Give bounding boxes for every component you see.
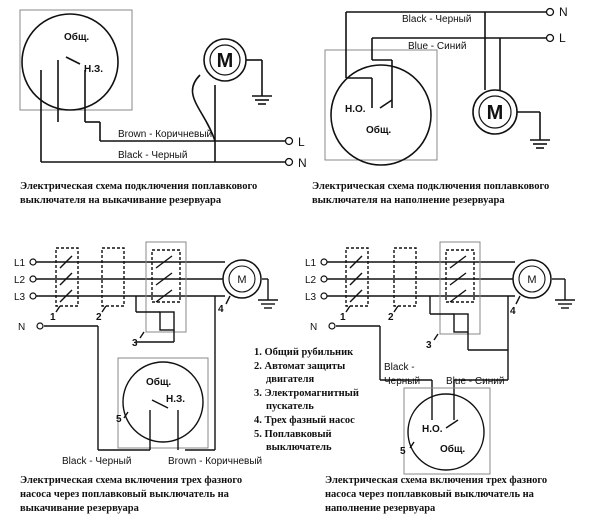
legend-item-2a: 2. Автомат защиты (254, 361, 345, 372)
terminal-n-2 (545, 7, 555, 17)
d2-switch-contact: Н.О. (345, 104, 366, 115)
d4-num1: 1 (340, 312, 346, 323)
d3-switch-common: Общ. (146, 376, 171, 388)
d4-caption-1: Электрическая схема включения трех фазно… (325, 475, 547, 486)
d4-contactor-housing (439, 241, 481, 335)
d1-term-n: N (298, 156, 307, 170)
motor-1-label: M (217, 50, 234, 72)
d2-wire-black: Black - Черный (402, 14, 471, 25)
d3-float-housing (117, 357, 209, 449)
d3-switch-contact: Н.З. (166, 394, 185, 405)
d3-float-body (122, 361, 204, 443)
d1-wire-brown: Brown - Коричневый (118, 129, 212, 140)
d4-main-switch (345, 247, 369, 307)
d1-caption-2: выключателя на выкачивание резервуара (20, 195, 222, 206)
diagram-4 (324, 241, 575, 475)
d3-wire-brown: Brown - Коричневый (168, 456, 262, 467)
legend-item-4: 4. Трех фазный насос (254, 415, 355, 426)
d3-num4: 4 (218, 304, 224, 315)
d1-switch-common: Общ. (64, 31, 89, 43)
d3-caption-3: выкачивание резервуара (20, 503, 140, 514)
d2-switch-common: Общ. (366, 124, 391, 136)
d4-terminal-l1 (320, 258, 328, 266)
terminal-l-1 (284, 136, 294, 146)
float-switch-housing-2 (324, 49, 438, 161)
d4-caption-3: наполнение резервуара (325, 503, 436, 514)
d4-num4: 4 (510, 306, 516, 317)
diagram-1 (19, 9, 285, 163)
d4-wire-black-2: Черный (384, 376, 420, 387)
d4-switch-common: Общ. (440, 443, 465, 455)
d4-l2: L2 (305, 275, 317, 286)
legend-item-1: 1. Общий рубильник (254, 347, 354, 358)
d3-main-switch (55, 247, 79, 307)
d4-terminal-n (328, 322, 336, 330)
d3-motor-breaker (101, 247, 125, 307)
d3-num3: 3 (132, 338, 138, 349)
d4-n: N (310, 322, 317, 333)
d4-caption-2: насоса через поплавковый выключатель на (325, 489, 535, 500)
terminal-l-2 (545, 33, 555, 43)
d4-num2: 2 (388, 312, 394, 323)
legend-item-3a: 3. Электромагнитный (254, 388, 359, 399)
d2-caption-1: Электрическая схема подключения поплавко… (312, 181, 549, 192)
legend-item-5a: 5. Поплавковый (254, 429, 332, 440)
motor-4-label: M (527, 274, 536, 286)
d4-switch-contact: Н.О. (422, 424, 443, 435)
d4-motor-breaker (393, 247, 417, 307)
d4-l3: L3 (305, 292, 317, 303)
d3-l1: L1 (14, 258, 26, 269)
d4-l1: L1 (305, 258, 317, 269)
d3-n: N (18, 322, 25, 333)
d3-terminal-l2 (29, 275, 37, 283)
legend-item-3b: пускатель (266, 401, 314, 412)
d3-terminal-l3 (29, 292, 37, 300)
motor-3-label: M (237, 274, 246, 286)
d3-terminal-l1 (29, 258, 37, 266)
d3-num5: 5 (116, 414, 122, 425)
d3-contactor-housing (145, 241, 187, 333)
d4-terminal-l2 (320, 275, 328, 283)
float-switch-body (21, 13, 119, 111)
d4-wire-black-1: Black - (384, 362, 415, 373)
d3-num1: 1 (50, 312, 56, 323)
d1-switch-contact: Н.З. (84, 64, 103, 75)
d3-caption-1: Электрическая схема включения трех фазно… (20, 475, 242, 486)
float-switch-housing (19, 9, 133, 111)
d1-term-l: L (298, 135, 305, 149)
d4-num5: 5 (400, 446, 406, 457)
legend: 1. Общий рубильник 2. Автомат защиты дви… (254, 347, 359, 453)
motor-2-label: M (487, 102, 504, 124)
d4-num3: 3 (426, 340, 432, 351)
diagram-2 (324, 11, 550, 166)
d3-caption-2: насоса через поплавковый выключатель на (20, 489, 230, 500)
d3-terminal-n (36, 322, 44, 330)
float-switch-body-2 (330, 64, 432, 166)
d3-l3: L3 (14, 292, 26, 303)
d1-wire-black: Black - Черный (118, 150, 187, 161)
d4-wire-blue: Blue - Синий (446, 376, 504, 387)
d4-float-body (407, 393, 485, 471)
diagram-3 (33, 241, 278, 451)
legend-item-2b: двигателя (266, 374, 314, 385)
d2-caption-2: выключателя на наполнение резервуара (312, 195, 505, 206)
d3-num2: 2 (96, 312, 102, 323)
d3-l2: L2 (14, 275, 26, 286)
d3-wire-black: Black - Черный (62, 456, 131, 467)
d2-term-l: L (559, 31, 566, 45)
d2-wire-blue: Blue - Синий (408, 41, 466, 52)
d4-float-housing (403, 387, 491, 475)
terminal-n-1 (284, 157, 294, 167)
d4-terminal-l3 (320, 292, 328, 300)
legend-item-5b: выключатель (266, 442, 332, 453)
d2-term-n: N (559, 5, 568, 19)
d1-caption-1: Электрическая схема подключения поплавко… (20, 181, 257, 192)
